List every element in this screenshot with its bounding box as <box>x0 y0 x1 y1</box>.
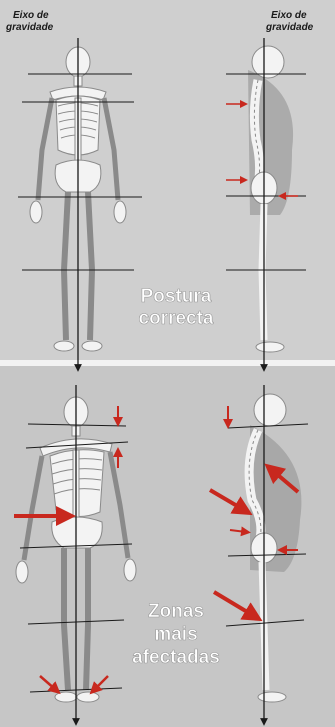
affected-zones-label-line1: Zonas <box>148 601 204 622</box>
correct-posture-label-line1: Postura <box>141 286 212 307</box>
correct-posture-label-line2: correcta <box>139 308 214 329</box>
gravity-axis-label-right-line2: gravidade <box>265 22 314 33</box>
affected-zones-label-line3: afectadas <box>132 647 220 668</box>
affected-zones-label-line2: mais <box>154 624 197 645</box>
gravity-axis-label-right-line1: Eixo de <box>271 10 307 21</box>
gravity-axis-label-left-line2: gravidade <box>5 22 54 33</box>
gravity-axis-label-left-line1: Eixo de <box>13 10 49 21</box>
panel-divider <box>0 360 335 366</box>
